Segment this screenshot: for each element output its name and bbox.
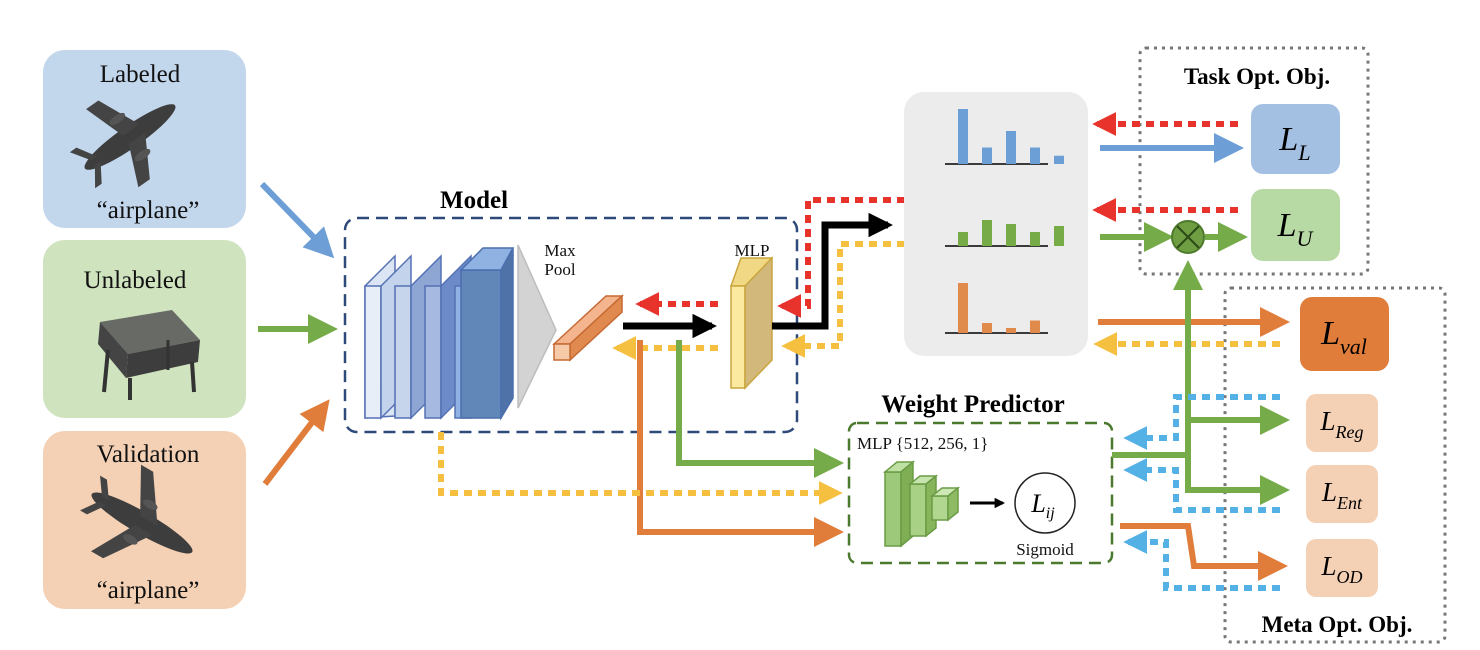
- meta-grad-arrow-model: [438, 432, 843, 505]
- loss-reg-label: LReg: [1319, 406, 1363, 442]
- histogram-bar-unlabeled: [1054, 226, 1064, 246]
- histogram-bar-validation: [958, 283, 968, 333]
- mlp-label: MLP: [735, 241, 770, 260]
- meta-objective-title: Meta Opt. Obj.: [1262, 612, 1413, 637]
- od-grad-arrow: [1123, 530, 1280, 591]
- loss-ent-box: [1306, 465, 1378, 523]
- max-pool-label-1: Max: [544, 241, 576, 260]
- model-box: Model Max Pool MLP: [343, 187, 799, 434]
- task-grad-arrow-predictions: [777, 197, 905, 318]
- weight-predictor-title: Weight Predictor: [881, 391, 1065, 418]
- loss-unlabeled-box: [1251, 189, 1340, 261]
- unlabeled-feature-arrow: [676, 340, 844, 478]
- histogram-bar-unlabeled: [1006, 224, 1016, 246]
- global-feature-vector: [552, 294, 624, 362]
- loss-unlabeled-label: LU: [1277, 207, 1315, 251]
- histogram-bar-unlabeled: [1030, 232, 1040, 246]
- weight-to-od-arrow: [1120, 523, 1288, 581]
- histogram-bar-labeled: [1054, 155, 1064, 164]
- labeled-input-box: Labeled “airplane”: [43, 50, 246, 228]
- prediction-distribution-panel: [904, 92, 1088, 356]
- model-title: Model: [440, 187, 508, 214]
- histogram-bar-unlabeled: [982, 220, 992, 246]
- max-pool-label-2: Pool: [544, 260, 575, 279]
- loss-val-label: Lval: [1320, 315, 1367, 359]
- weight-predictor-mlp-label: MLP {512, 256, 1}: [857, 434, 988, 453]
- conv-layers: [364, 247, 515, 421]
- multiply-icon: [1171, 220, 1205, 254]
- histogram-bar-labeled: [982, 147, 992, 164]
- bench-point-cloud-image: [98, 310, 200, 400]
- validation-feature-arrow: [637, 340, 844, 547]
- weight-to-ent-arrow: [1185, 455, 1290, 505]
- reg-grad-arrow: [1123, 394, 1280, 450]
- unlabeled-input-box: Unlabeled: [43, 240, 246, 418]
- prediction-forward-arrow: [772, 212, 893, 330]
- validation-title: Validation: [97, 441, 200, 468]
- loss-ent-label: LEnt: [1321, 477, 1363, 513]
- histogram-bar-unlabeled: [958, 232, 968, 246]
- meta-grad-arrow-predictions: [781, 241, 905, 358]
- loss-labeled-box: [1251, 104, 1340, 174]
- histogram-bar-validation: [982, 323, 992, 333]
- airplane-point-cloud-image-2: [80, 464, 193, 559]
- loss-od-label: LOD: [1320, 551, 1362, 587]
- histogram-bar-labeled: [958, 109, 968, 164]
- labeled-input-arrow: [259, 181, 335, 259]
- task-objective-title: Task Opt. Obj.: [1184, 64, 1330, 89]
- loss-od-box: [1306, 539, 1378, 597]
- weight-predictor-mlp-layers: [882, 460, 961, 548]
- weight-predictor-box: Weight Predictor MLP {512, 256, 1} Lij S…: [847, 391, 1114, 565]
- unlabeled-title: Unlabeled: [84, 267, 187, 294]
- labeled-title: Labeled: [100, 61, 181, 88]
- histogram-bar-validation: [1030, 320, 1040, 333]
- histogram-bar-labeled: [1006, 131, 1016, 164]
- ent-grad-arrow: [1123, 458, 1280, 513]
- validation-input-box: Validation “airplane”: [43, 431, 246, 609]
- loss-val-box: [1300, 297, 1389, 371]
- loss-labeled-label: LL: [1278, 121, 1310, 165]
- histogram-bar-validation: [1006, 328, 1016, 333]
- task-objective-box: Task Opt. Obj. LL LU: [1138, 46, 1370, 276]
- histogram-bar-labeled: [1030, 147, 1040, 164]
- validation-caption: “airplane”: [97, 577, 200, 604]
- airplane-point-cloud-image: [69, 100, 176, 189]
- sigmoid-label: Sigmoid: [1016, 540, 1074, 559]
- max-pool-funnel: [517, 244, 557, 409]
- sigmoid-output-node: [1014, 472, 1076, 534]
- weight-output-label: Lij: [1030, 489, 1055, 522]
- meta-objective-box: Meta Opt. Obj. Lval LReg LEnt LOD: [1223, 286, 1447, 644]
- labeled-caption: “airplane”: [97, 197, 200, 224]
- validation-input-arrow: [262, 399, 330, 486]
- loss-reg-box: [1306, 394, 1378, 452]
- mlp-block: [729, 256, 774, 390]
